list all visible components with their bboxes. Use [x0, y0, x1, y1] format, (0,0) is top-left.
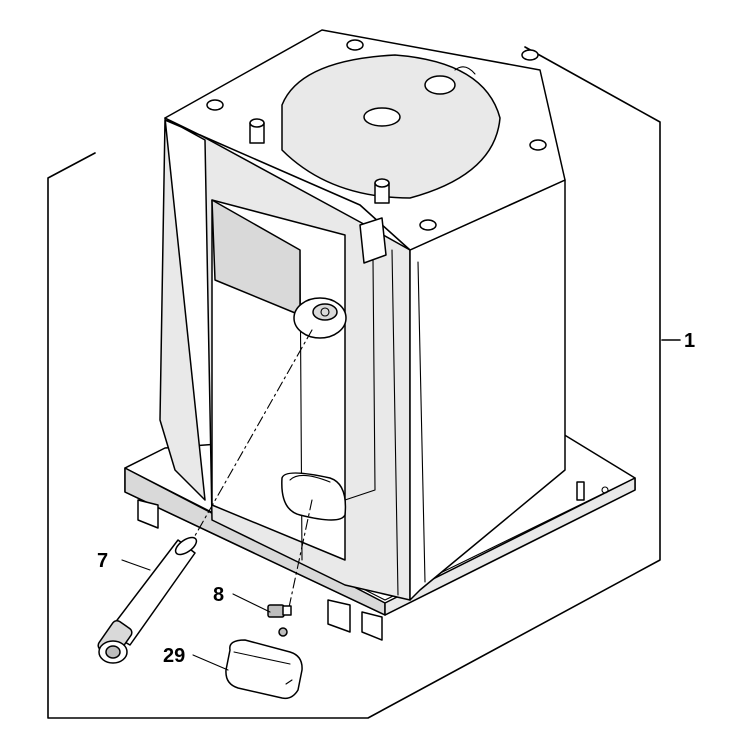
assembly-bracket [47, 46, 661, 719]
callout-8: 8 [213, 584, 224, 606]
anode-centerline [187, 329, 313, 549]
callout-29: 29 [163, 645, 185, 667]
deck-hole-icon [346, 39, 364, 51]
callout-1: 1 [684, 330, 695, 352]
anode-rod [97, 536, 198, 664]
thermostat-cover [225, 639, 303, 700]
water-heater-body [159, 29, 566, 601]
leader-lines [121, 339, 681, 671]
clip-centerline [287, 499, 313, 613]
thermostat-clip [267, 604, 292, 637]
callout-7: 7 [97, 550, 108, 572]
